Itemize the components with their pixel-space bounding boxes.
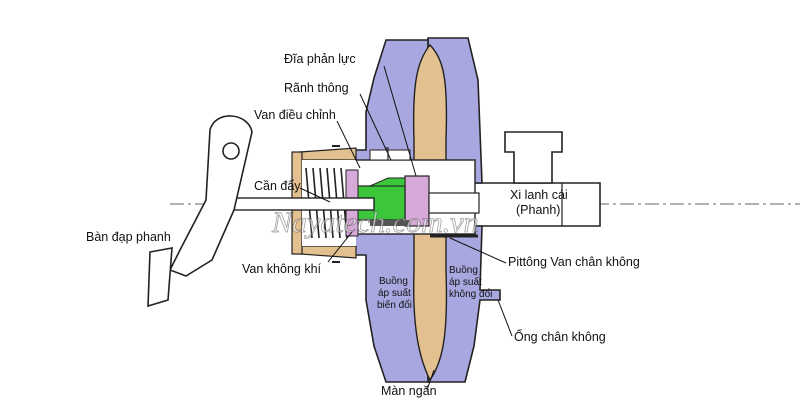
- leader-lines: [299, 65, 513, 391]
- label-diaphragm: Màn ngăn: [381, 384, 437, 398]
- label-variable-chamber-line3: biến đổi: [377, 299, 412, 311]
- watermark: Nayatech.com.vn: [271, 206, 479, 239]
- label-push-rod: Cần đẩy: [254, 179, 301, 193]
- label-reaction-disc: Đĩa phản lực: [284, 52, 356, 66]
- pedal-pivot: [222, 142, 240, 160]
- label-brake-pedal: Bàn đạp phanh: [86, 230, 171, 244]
- label-constant-chamber-line2: áp suất: [449, 276, 482, 288]
- label-control-valve: Van điều chỉnh: [254, 108, 336, 122]
- label-variable-chamber-line1: Buồng: [379, 275, 408, 287]
- label-vent-groove: Rãnh thông: [284, 81, 349, 95]
- label-master-cylinder-line2: (Phanh): [516, 203, 560, 217]
- label-constant-chamber-line1: Buồng: [449, 264, 478, 276]
- label-vacuum-pipe: Ống chân không: [514, 329, 606, 344]
- label-variable-chamber-line2: áp suất: [378, 287, 411, 299]
- label-air-valve: Van không khí: [242, 262, 322, 276]
- label-constant-chamber-line3: không đổi: [449, 288, 492, 300]
- label-vacuum-piston: Pittông Van chân không: [508, 255, 640, 269]
- brake-pedal: [147, 115, 253, 308]
- master-cylinder: [472, 131, 601, 227]
- label-master-cylinder-line1: Xi lanh cái: [510, 188, 568, 202]
